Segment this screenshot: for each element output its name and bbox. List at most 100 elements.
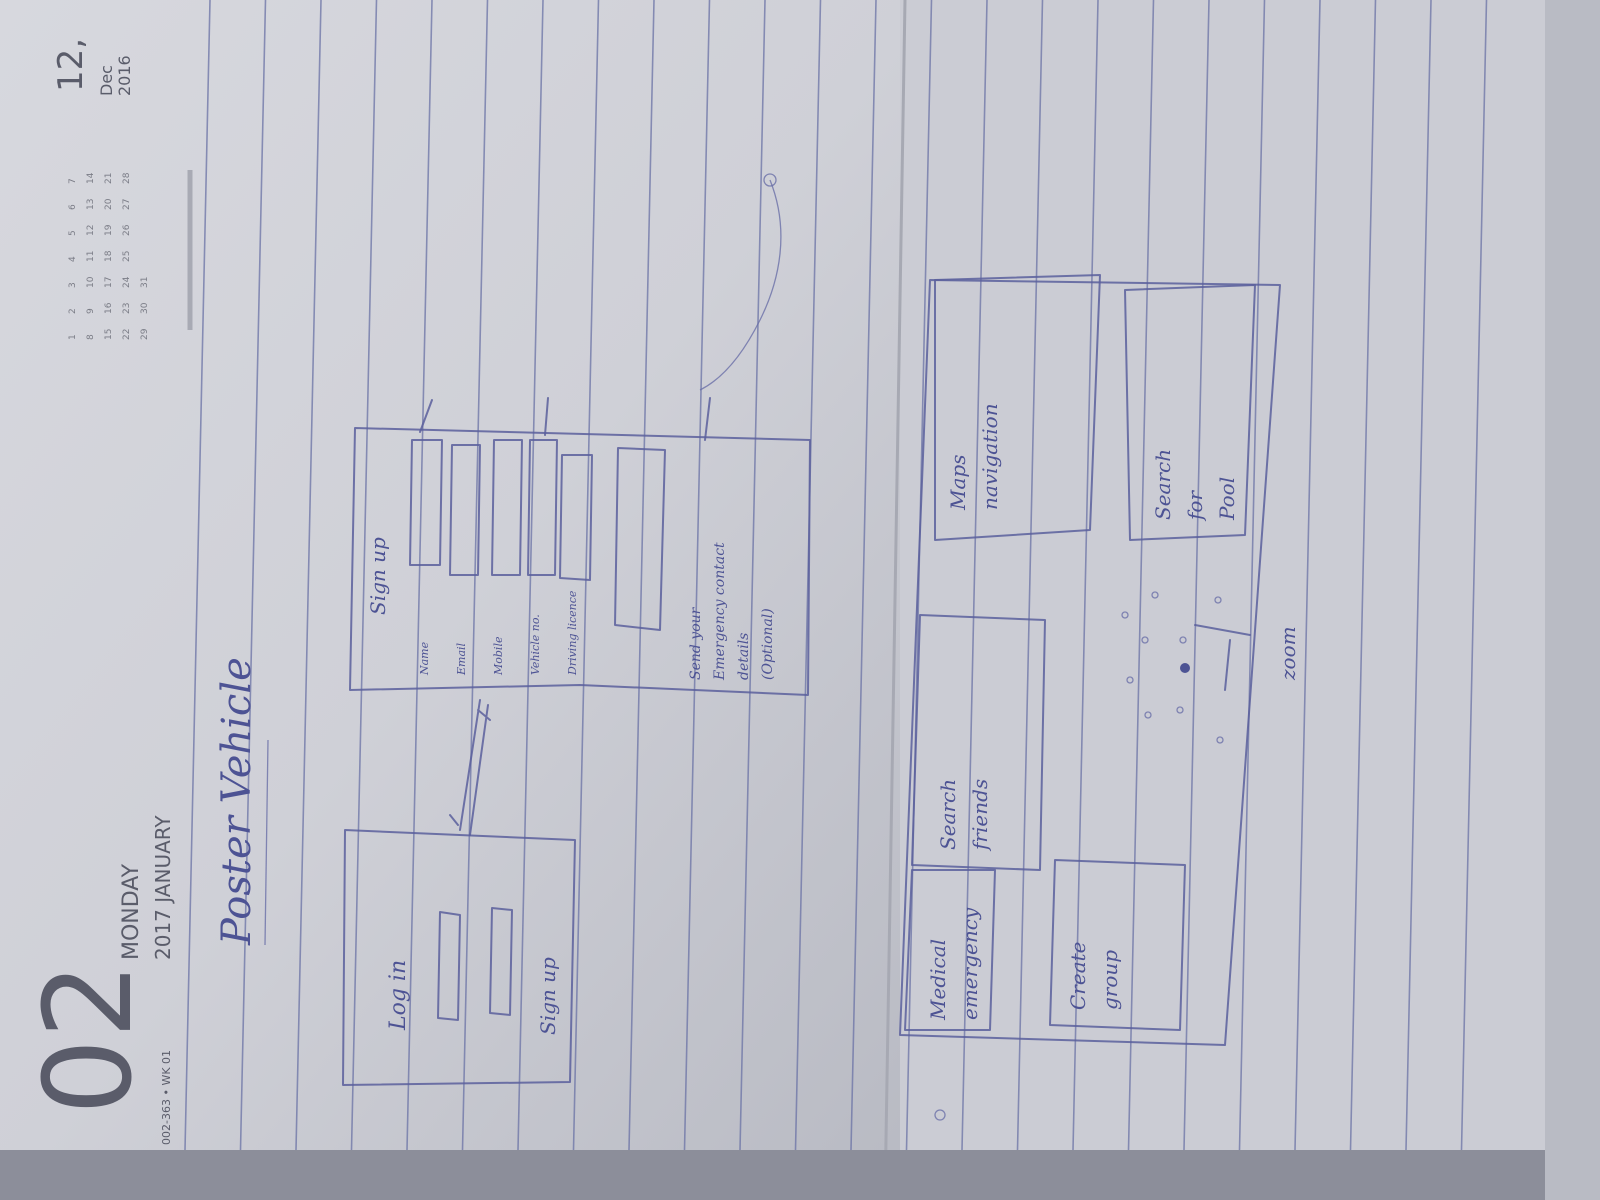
ruled-line — [406, 0, 433, 1151]
signup-field-1 — [409, 439, 443, 566]
calendar-day: 19 — [104, 224, 114, 236]
calendar-day: 8 — [86, 334, 96, 340]
dot — [1176, 706, 1184, 714]
zoom-note: zoom — [1276, 626, 1300, 681]
calendar-day: 13 — [86, 199, 96, 210]
next-year: 2016 — [115, 55, 134, 96]
home-tile-label: friends — [968, 779, 992, 852]
signup-note-line: details — [736, 633, 752, 680]
home-tile-label: Maps — [946, 455, 970, 511]
dot — [1151, 591, 1159, 599]
next-day-number: 12, — [51, 38, 91, 92]
ruled-line — [1349, 0, 1377, 1151]
signup-tick-marks — [419, 397, 711, 441]
ruled-line — [961, 0, 988, 1151]
dot — [1214, 596, 1222, 604]
login-frame — [342, 829, 576, 1086]
signup-note-line: (Optional) — [760, 608, 776, 680]
calendar-day: 7 — [68, 178, 78, 184]
calendar-day: 25 — [122, 251, 132, 262]
home-tile-label: for — [1183, 490, 1207, 522]
calendar-day: 30 — [140, 302, 150, 314]
day-number: 02 — [20, 962, 159, 1115]
home-tile-label: Search — [936, 779, 960, 850]
calendar-day: 1 — [68, 334, 78, 340]
calendar-day: 26 — [122, 224, 132, 236]
dot — [1179, 636, 1187, 644]
home-frame — [899, 279, 1281, 1046]
home-tile-label: Medical — [926, 939, 950, 1021]
login-field-2 — [489, 907, 513, 1016]
ruled-line — [184, 0, 211, 1151]
ruled-line — [683, 0, 711, 1151]
ruled-line — [1072, 0, 1099, 1151]
calendar-day: 20 — [104, 198, 114, 210]
signup-field-2 — [449, 444, 481, 576]
home-tile-label: Pool — [1215, 477, 1239, 521]
signup-frame — [349, 427, 811, 696]
nav-arrow — [449, 699, 491, 836]
calendar-day: 22 — [122, 329, 132, 340]
ruled-line — [1016, 0, 1044, 1151]
ruled-line — [1127, 0, 1155, 1151]
signup-field-label: Mobile — [492, 636, 505, 676]
home-tile-label: navigation — [978, 403, 1002, 510]
dot — [1216, 736, 1224, 744]
calendar-day: 10 — [86, 276, 96, 288]
ruled-line — [850, 0, 877, 1151]
spine-shadow — [883, 0, 907, 1200]
dot-active — [1180, 663, 1190, 673]
ruled-line — [295, 0, 322, 1151]
mini-calendar: 1234567891011121314151617181920212223242… — [68, 172, 150, 340]
dot — [1126, 676, 1134, 684]
calendar-day: 4 — [68, 256, 78, 262]
dot — [1121, 611, 1129, 619]
calendar-day: 3 — [68, 282, 78, 288]
weekday: MONDAY — [119, 863, 144, 960]
home-tile-label: Create — [1066, 942, 1090, 1011]
calendar-day: 9 — [86, 308, 96, 314]
dot — [1141, 636, 1149, 644]
tile-maps — [934, 274, 1101, 541]
signup-field-label: Name — [418, 641, 431, 676]
ruled-line — [1405, 0, 1432, 1151]
calendar-day: 27 — [122, 199, 132, 210]
ruled-line — [572, 0, 600, 1151]
ruled-line — [628, 0, 655, 1151]
signup-note-line: Send your — [688, 606, 704, 680]
calendar-day: 15 — [104, 329, 114, 340]
calendar-day: 5 — [68, 230, 78, 236]
diary-header: 02 MONDAY 2017 JANUARY 002-363 • WK 01 1… — [20, 38, 193, 1145]
day-code: 002-363 • WK 01 — [160, 1050, 173, 1145]
title-underline — [264, 739, 269, 946]
bottom-edge — [0, 1150, 1600, 1200]
calendar-day: 28 — [122, 172, 132, 184]
ruled-line — [239, 0, 267, 1151]
calendar-day: 18 — [104, 250, 114, 262]
login-field-1 — [437, 911, 461, 1021]
calendar-day: 2 — [68, 308, 78, 314]
ruled-line — [1238, 0, 1266, 1151]
right-page — [900, 0, 1600, 1200]
calendar-day: 21 — [104, 173, 114, 184]
signup-field-label: Vehicle no. — [529, 614, 542, 675]
signup-title: Sign up — [366, 537, 390, 615]
calendar-day: 17 — [104, 277, 114, 288]
signup-field-label: Email — [455, 642, 468, 676]
tile-search-pool — [1124, 284, 1256, 541]
ruled-line — [739, 0, 766, 1151]
home-tile-label: Search — [1151, 449, 1175, 520]
ruled-line — [1183, 0, 1210, 1151]
calendar-day: 31 — [140, 277, 150, 288]
signup-field-5 — [559, 454, 593, 581]
signup-note-box — [614, 447, 666, 631]
year-month: 2017 JANUARY — [151, 815, 175, 960]
next-month: Dec — [97, 65, 116, 96]
signup-field-3 — [491, 439, 523, 576]
